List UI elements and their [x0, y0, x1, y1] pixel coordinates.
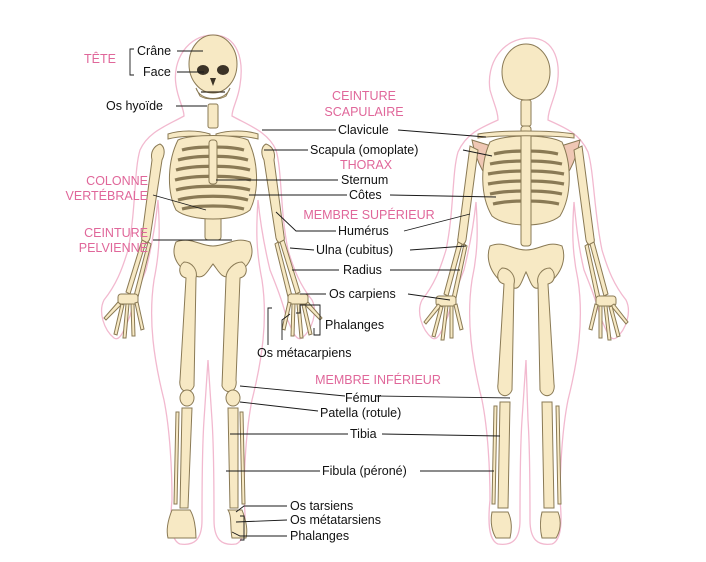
category-ceinture-scapulaire-line2: SCAPULAIRE [324, 105, 404, 119]
front-cervical-spine [207, 103, 219, 129]
back-humerus-left [457, 145, 479, 246]
back-femur-right [537, 267, 555, 397]
category-tete: TÊTE [84, 52, 116, 66]
label-femur: Fémur [345, 391, 382, 405]
back-skeleton [418, 37, 630, 546]
label-sternum: Sternum [341, 173, 389, 187]
category-ceinture-pelvienne-line1: CEINTURE [84, 226, 148, 240]
front-hand-left [103, 293, 145, 339]
label-tibia: Tibia [350, 427, 377, 441]
front-foot-left [166, 509, 197, 539]
front-fibula-right [239, 411, 246, 505]
front-body-outline [100, 34, 316, 546]
back-hand-right [588, 295, 629, 341]
label-os-metatarsiens: Os métatarsiens [290, 513, 382, 527]
front-sternum [208, 139, 218, 185]
tete-bracket [129, 48, 134, 76]
front-nasal-cavity [210, 78, 216, 86]
back-femur-left [497, 267, 515, 397]
leader-lines [129, 48, 511, 541]
label-humerus: Humérus [338, 224, 389, 238]
back-tibia-right [541, 401, 555, 509]
label-ulna: Ulna (cubitus) [316, 243, 394, 257]
front-mandible [195, 87, 231, 100]
label-phalanges-main: Phalanges [325, 318, 385, 332]
label-patella: Patella (rotule) [320, 406, 402, 420]
label-os-tarsiens: Os tarsiens [290, 499, 354, 513]
label-cotes: Côtes [349, 188, 382, 202]
front-tibia-right [227, 407, 239, 509]
back-cervical-spine [520, 99, 532, 127]
front-left-orbit [197, 65, 209, 75]
front-fibula-left [173, 411, 180, 505]
back-fibula-left [491, 405, 498, 505]
back-foot-right [540, 511, 561, 539]
label-os-hyoide: Os hyoïde [106, 99, 163, 113]
front-femur-left [179, 261, 197, 393]
category-thorax: THORAX [339, 158, 393, 172]
back-spine [520, 125, 532, 247]
category-colonne-line1: COLONNE [86, 174, 148, 188]
front-hand-right [281, 293, 323, 339]
category-ceinture-pelvienne-line2: PELVIENNE [78, 241, 148, 255]
front-right-orbit [217, 65, 229, 75]
label-phalanges-pied: Phalanges [290, 529, 350, 543]
label-os-carpiens: Os carpiens [329, 287, 396, 301]
label-scapula: Scapula (omoplate) [310, 143, 419, 157]
back-foot-left [490, 511, 512, 539]
label-radius: Radius [343, 263, 382, 277]
back-forearm-right [584, 241, 609, 299]
category-membre-superieur: MEMBRE SUPÉRIEUR [303, 208, 435, 222]
back-body-outline [418, 37, 630, 546]
back-skull [501, 43, 551, 101]
category-colonne-line2: VERTÉBRALE [65, 189, 148, 203]
front-skeleton [100, 34, 323, 546]
front-tibia-left [179, 407, 193, 509]
front-femur-right [221, 261, 247, 393]
label-face: Face [143, 65, 171, 79]
front-patella-left [179, 389, 195, 407]
category-membre-inferieur: MEMBRE INFÉRIEUR [315, 373, 441, 387]
label-crane: Crâne [137, 44, 172, 58]
label-clavicule: Clavicule [338, 123, 389, 137]
back-hand-left [423, 295, 464, 341]
back-tibia-left [497, 401, 511, 509]
back-clavicle [477, 130, 575, 139]
category-ceinture-scapulaire-line1: CEINTURE [332, 89, 396, 103]
front-patella-right [225, 389, 241, 407]
label-os-metacarpiens: Os métacarpiens [257, 346, 352, 360]
label-fibula: Fibula (péroné) [322, 464, 407, 478]
back-fibula-right [555, 405, 562, 505]
front-skull [188, 34, 238, 94]
